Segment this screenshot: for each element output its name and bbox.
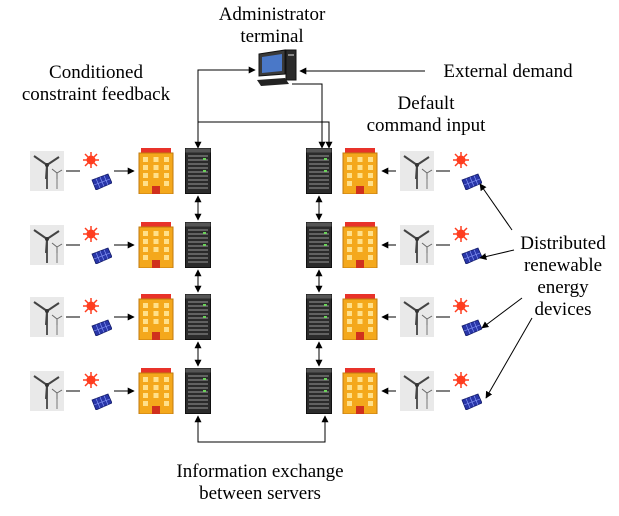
default-label-line1: Default bbox=[397, 93, 455, 114]
server-rack-icon bbox=[185, 148, 211, 194]
admin-label-line1: Administrator bbox=[218, 4, 326, 25]
solar-panel-icon bbox=[452, 297, 482, 336]
wind-turbine-icon bbox=[30, 371, 64, 411]
admin-terminal-label: Administrator terminal bbox=[212, 4, 332, 48]
cond-label-line1: Conditioned bbox=[49, 62, 143, 83]
server-rack-icon bbox=[306, 222, 332, 268]
server-rack-icon bbox=[185, 222, 211, 268]
solar-panel-icon bbox=[82, 297, 112, 336]
building-icon bbox=[138, 148, 174, 194]
info-label-line2: between servers bbox=[199, 483, 321, 504]
device-rows bbox=[30, 148, 482, 414]
building-icon bbox=[342, 148, 378, 194]
solar-panel-icon bbox=[82, 371, 112, 410]
static-connectors bbox=[194, 66, 425, 443]
server-rack-icon bbox=[306, 368, 332, 414]
server-rack-icon bbox=[185, 368, 211, 414]
wind-turbine-icon bbox=[400, 297, 434, 337]
server-rack-icon bbox=[306, 294, 332, 340]
admin-label-line2: terminal bbox=[240, 26, 304, 47]
cond-label-line2: constraint feedback bbox=[21, 84, 171, 105]
wind-turbine-icon bbox=[400, 225, 434, 265]
server-rack-icon bbox=[306, 148, 332, 194]
solar-panel-icon bbox=[452, 225, 482, 264]
info-label-line1: Information exchange bbox=[176, 461, 344, 482]
dist-label-line3: energy bbox=[537, 277, 589, 298]
solar-panel-icon bbox=[82, 225, 112, 264]
solar-panel-icon bbox=[452, 371, 482, 410]
conditioned-feedback-label: Conditioned constraint feedback bbox=[4, 62, 188, 106]
building-icon bbox=[138, 222, 174, 268]
administrator-computer-icon bbox=[256, 49, 297, 87]
building-icon bbox=[138, 294, 174, 340]
external-demand-label: External demand bbox=[428, 61, 588, 83]
building-icon bbox=[342, 222, 378, 268]
solar-panel-icon bbox=[452, 151, 482, 190]
dist-label-line2: renewable bbox=[523, 255, 603, 276]
distributed-devices-label: Distributed renewable energy devices bbox=[508, 233, 618, 321]
default-label-line2: command input bbox=[366, 115, 486, 136]
wind-turbine-icon bbox=[400, 151, 434, 191]
building-icon bbox=[342, 294, 378, 340]
wind-turbine-icon bbox=[30, 225, 64, 265]
distributed-device-pointers bbox=[479, 183, 533, 399]
dist-label-line4: devices bbox=[534, 299, 592, 320]
wind-turbine-icon bbox=[30, 297, 64, 337]
building-icon bbox=[138, 368, 174, 414]
dist-label-line1: Distributed bbox=[520, 233, 606, 254]
wind-turbine-icon bbox=[400, 371, 434, 411]
solar-panel-icon bbox=[82, 151, 112, 190]
default-command-label: Default command input bbox=[364, 93, 488, 137]
external-demand-text: External demand bbox=[443, 61, 573, 82]
wind-turbine-icon bbox=[30, 151, 64, 191]
server-rack-icon bbox=[185, 294, 211, 340]
info-exchange-label: Information exchange between servers bbox=[140, 461, 380, 505]
building-icon bbox=[342, 368, 378, 414]
